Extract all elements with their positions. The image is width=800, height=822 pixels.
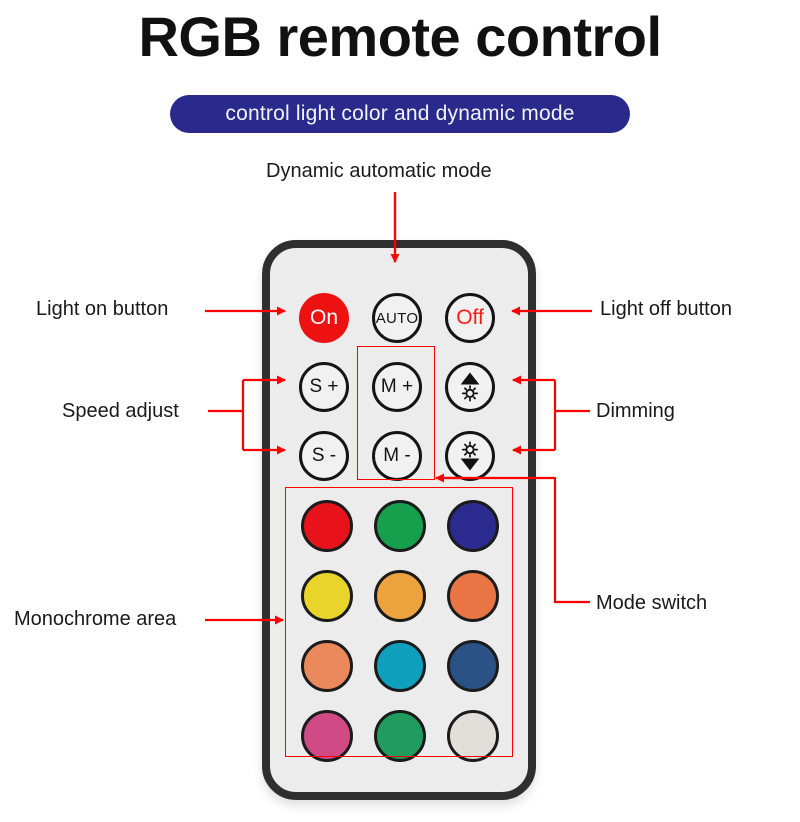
color-swatch-magenta-pink[interactable] [301,710,353,762]
label-dimming: Dimming [596,400,675,422]
label-mode-switch: Mode switch [596,592,708,614]
color-swatch-steel-blue[interactable] [447,640,499,692]
color-swatch-cyan[interactable] [374,640,426,692]
color-swatch-yellow[interactable] [301,570,353,622]
color-swatch-amber[interactable] [374,570,426,622]
mode-up-button[interactable]: M + [372,362,422,412]
light-off-button[interactable]: Off [445,293,495,343]
brightness-down-button[interactable] [445,431,495,481]
brightness-up-icon [460,372,480,402]
subtitle-text: control light color and dynamic mode [225,102,575,125]
monochrome-area-highlight-box [285,487,513,757]
mode-switch-highlight-box [357,346,435,480]
color-swatch-emerald[interactable] [374,710,426,762]
page-title: RGB remote control [138,5,662,68]
label-light-off-button: Light off button [600,298,732,320]
color-swatch-red[interactable] [301,500,353,552]
color-swatch-warm-white[interactable] [447,710,499,762]
color-swatch-salmon[interactable] [301,640,353,692]
label-light-on-button: Light on button [36,298,169,320]
speed-down-button[interactable]: S - [299,431,349,481]
brightness-up-button[interactable] [445,362,495,412]
brightness-down-icon [460,441,480,471]
label-speed-adjust: Speed adjust [62,400,179,422]
label-monochrome-area: Monochrome area [14,608,177,630]
speed-up-button[interactable]: S + [299,362,349,412]
subtitle-badge: control light color and dynamic mode [170,95,630,133]
auto-mode-button[interactable]: AUTO [372,293,422,343]
color-swatch-green[interactable] [374,500,426,552]
label-dynamic-automatic-mode: Dynamic automatic mode [266,160,492,182]
light-on-button[interactable]: On [299,293,349,343]
